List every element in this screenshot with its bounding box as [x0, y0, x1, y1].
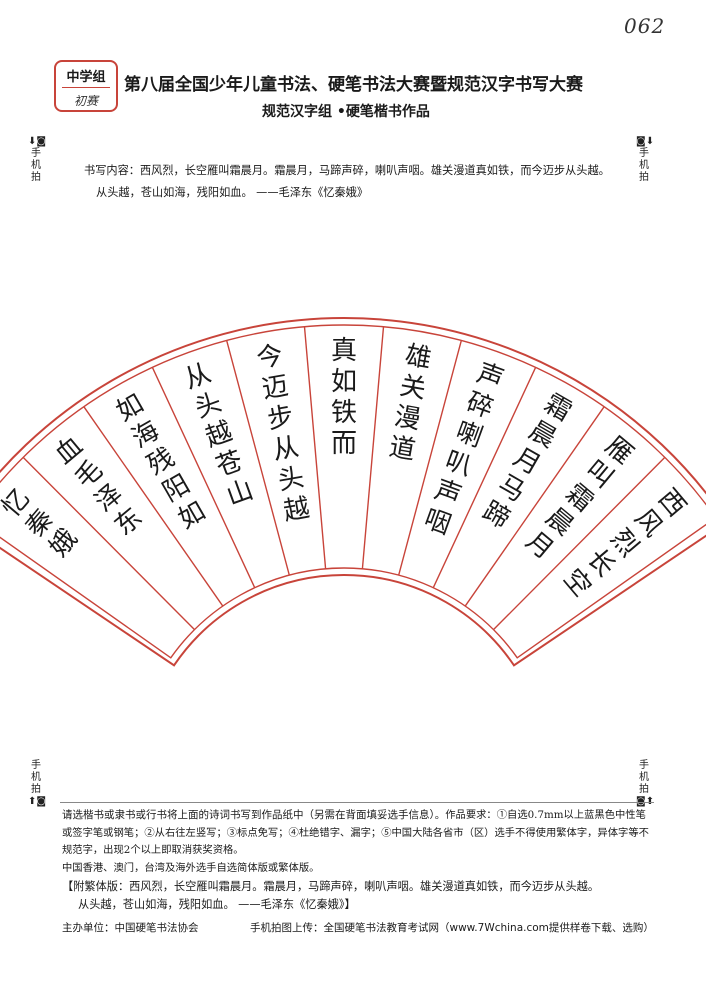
fan-character: 关 [397, 371, 428, 405]
writing-content: 书写内容：西风烈，长空雁叫霜晨月。霜晨月，马蹄声碎，喇叭声咽。雄关漫道真如铁，而… [84, 160, 610, 204]
footer-upload: 手机拍图上传：全国硬笔书法教育考试网（www.7Wchina.com提供样卷下载… [250, 922, 654, 934]
side-label: 手机拍 [639, 760, 649, 795]
traditional-version: 【附繁体版：西风烈，长空雁叫霜晨月。霜晨月，马蹄声碎，喇叭声咽。雄关漫道真如铁，… [62, 878, 599, 914]
fan-rib [303, 326, 327, 569]
fan-character: 真 [331, 336, 357, 366]
handwritten-page-number: 062 [624, 14, 666, 38]
group-badge: 中学组 初赛 [54, 60, 118, 112]
fan-character: 从 [270, 432, 301, 466]
side-label: 手机拍 [639, 148, 649, 183]
fan-character: 今 [254, 340, 285, 374]
badge-group-label: 中学组 [66, 70, 106, 85]
side-marker-bottom-right: 手机拍 ◙⬆ [636, 760, 655, 808]
camera-icon: ◙⬆ [636, 796, 655, 807]
fan-rib [151, 367, 256, 589]
fan-rib [432, 367, 537, 589]
camera-icon: ⬇◙ [28, 136, 47, 147]
competition-subtitle: 规范汉字组 •硬笔楷书作品 [262, 104, 430, 120]
side-marker-top-right: ◙⬇ 手机拍 [636, 136, 655, 184]
traditional-line-2: 从头越，苍山如海，残阳如血。 ——毛泽东《忆秦娥》】 [78, 898, 356, 911]
instructions-requirements: 作品要求：①自选0.7mm以上蓝黑色中性笔或签字笔或钢笔；②从右往左竖写；③标点… [62, 809, 649, 856]
fan-character: 迈 [260, 371, 291, 405]
traditional-line-1: 【附繁体版：西风烈，长空雁叫霜晨月。霜晨月，马蹄声碎，喇叭声咽。雄关漫道真如铁，… [62, 880, 600, 893]
fan-inner-border [0, 324, 706, 659]
fan-character: 铁 [331, 398, 357, 428]
section-divider [60, 802, 654, 803]
side-label: 手机拍 [31, 148, 41, 183]
fan-rib [464, 406, 605, 607]
fan-character: 雄 [403, 340, 434, 374]
footer-organizer: 主办单位：中国硬笔书法协会 [62, 922, 199, 934]
content-line-2: 从头越，苍山如海，残阳如血。 ——毛泽东《忆秦娥》 [96, 186, 369, 199]
competition-title: 第八届全国少年儿童书法、硬笔书法大赛暨规范汉字书写大赛 [124, 75, 583, 95]
side-marker-top-left: ⬇◙ 手机拍 [28, 136, 47, 184]
camera-icon: ⬆◙ [28, 796, 47, 807]
fan-rib [492, 456, 666, 631]
side-label: 手机拍 [31, 760, 41, 795]
fan-rib [397, 340, 463, 576]
fan-character: 头 [276, 463, 307, 497]
instructions-first: 请选楷书或隶书或行书将上面的诗词书写到作品纸中（另需在背面填妥选手信息）。 [62, 809, 446, 821]
fan-character: 步 [265, 402, 296, 436]
fan-character: 如 [331, 367, 357, 397]
badge-divider [62, 87, 110, 88]
instructions-hk-note: 中国香港、澳门，台湾及海外选手自选简体版或繁体版。 [62, 861, 320, 874]
fan-rib [83, 406, 224, 607]
fan-character: 道 [387, 432, 418, 466]
side-marker-bottom-left: 手机拍 ⬆◙ [28, 760, 47, 808]
camera-icon: ◙⬇ [636, 136, 655, 147]
fan-character: 越 [281, 493, 312, 527]
fan-rib [361, 326, 385, 569]
badge-stage-label: 初赛 [73, 94, 98, 108]
content-line-1: 书写内容：西风烈，长空雁叫霜晨月。霜晨月，马蹄声碎，喇叭声咽。雄关漫道真如铁，而… [84, 164, 610, 177]
fan-frame [0, 317, 706, 667]
fan-character: 而 [331, 429, 357, 459]
fan-character: 漫 [392, 402, 423, 436]
fan-rib [225, 340, 291, 576]
fan-rib [22, 456, 196, 631]
instructions-block: 请选楷书或隶书或行书将上面的诗词书写到作品纸中（另需在背面填妥选手信息）。作品要… [62, 807, 656, 877]
fan-outer-border [0, 317, 706, 667]
fan-text-columns: 西风烈长空雁叫霜晨月霜晨月马蹄声碎喇叭声咽雄关漫道真如铁而今迈步从头越从头越苍山… [0, 336, 692, 603]
